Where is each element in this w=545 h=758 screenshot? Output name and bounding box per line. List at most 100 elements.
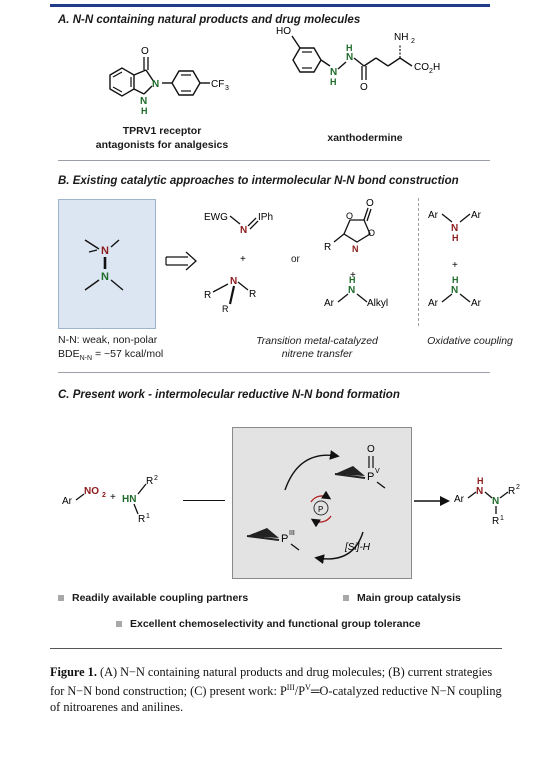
dioxazolone-reagents: O O O N R + Ar N H Alkyl	[324, 198, 388, 309]
svg-text:CO: CO	[414, 62, 429, 73]
method1-label: Transition metal-catalyzed nitrene trans…	[222, 335, 412, 361]
svg-text:HO: HO	[276, 26, 291, 37]
reaction-line-left	[183, 500, 225, 502]
svg-text:N: N	[451, 223, 458, 234]
divider-a-b	[58, 160, 490, 161]
svg-text:H: H	[452, 233, 459, 243]
svg-text:N: N	[348, 285, 355, 296]
compound2-label: xanthodermine	[327, 132, 403, 144]
svg-text:H: H	[433, 62, 440, 73]
svg-text:H: H	[477, 476, 484, 486]
header-accent-bar	[50, 4, 490, 7]
svg-text:Alkyl: Alkyl	[367, 298, 388, 309]
svg-text:CF: CF	[211, 79, 224, 90]
svg-text:N: N	[451, 285, 458, 296]
nitrene-reagents: EWG N IPh + R N R R	[204, 212, 273, 314]
svg-text:NO: NO	[84, 486, 99, 497]
svg-text:R: R	[249, 289, 256, 300]
reaction-arrow-right	[414, 496, 450, 506]
svg-text:R: R	[324, 242, 331, 253]
svg-text:V: V	[375, 468, 380, 475]
svg-text:HN: HN	[122, 494, 136, 505]
svg-text:3: 3	[225, 85, 229, 92]
svg-text:Ar: Ar	[471, 298, 482, 309]
svg-text:H: H	[141, 106, 148, 116]
svg-text:N: N	[152, 79, 159, 90]
svg-text:O: O	[368, 228, 375, 238]
svg-text:EWG: EWG	[204, 212, 228, 223]
or-label: or	[291, 254, 300, 265]
svg-text:Ar: Ar	[428, 210, 439, 221]
bde-value: = ~57 kcal/mol	[92, 348, 164, 360]
svg-text:+: +	[240, 254, 246, 265]
divider-b-c	[58, 372, 490, 373]
caption-text-1: (A) N−N containing natural products and …	[50, 665, 493, 699]
bullet-text: Main group catalysis	[357, 592, 461, 604]
product-graphic: Ar N H N R 2 R 1	[454, 476, 520, 527]
svg-text:N: N	[330, 67, 337, 78]
svg-text:N: N	[101, 271, 109, 283]
svg-text:Ar: Ar	[471, 210, 482, 221]
svg-text:P: P	[281, 533, 288, 545]
bullet-coupling-partners: Readily available coupling partners	[58, 592, 248, 604]
bullet-square-icon	[343, 595, 349, 601]
svg-text:Ar: Ar	[454, 494, 465, 505]
caption-sup-2: V	[305, 683, 311, 692]
svg-text:2: 2	[411, 38, 415, 45]
svg-text:+: +	[110, 492, 116, 503]
section-b-title: B. Existing catalytic approaches to inte…	[58, 175, 459, 187]
svg-text:N: N	[240, 225, 247, 236]
reactants-graphic: Ar NO 2 + HN R 2 R 1	[62, 475, 158, 525]
nn-bond-box: N N	[58, 199, 156, 329]
caption-text-2: /P	[294, 684, 306, 699]
svg-text:N: N	[230, 276, 237, 287]
method1-line2: nitrene transfer	[281, 348, 353, 360]
box-caption: N-N: weak, non-polar BDEN-N = ~57 kcal/m…	[58, 333, 163, 366]
svg-text:R: R	[492, 516, 499, 527]
compound1-label-line1: TPRV1 receptor	[122, 125, 202, 137]
caption-text-3: ═O-catalyzed reductive N−N coupling of n…	[50, 684, 502, 715]
figure-caption: Figure 1. (A) N−N containing natural pro…	[50, 664, 502, 715]
section-a-title: A. N-N containing natural products and d…	[58, 14, 361, 26]
catalytic-cycle-panel: P P III P V O [Si]-H	[232, 427, 412, 579]
svg-text:R: R	[138, 514, 145, 525]
svg-text:N: N	[346, 52, 353, 63]
svg-text:N: N	[352, 244, 359, 254]
svg-text:[Si]-H: [Si]-H	[344, 542, 371, 553]
svg-text:N: N	[101, 245, 109, 257]
svg-text:O: O	[141, 46, 149, 57]
box-caption-line1: N-N: weak, non-polar	[58, 334, 158, 346]
caption-label: Figure 1.	[50, 665, 97, 679]
svg-text:H: H	[330, 77, 337, 87]
svg-text:N: N	[140, 96, 147, 107]
svg-text:P: P	[367, 471, 374, 483]
method1-line1: Transition metal-catalyzed	[256, 335, 378, 347]
svg-text:O: O	[346, 211, 353, 221]
svg-text:N: N	[492, 496, 499, 507]
oxidative-coupling-reagents: Ar N H Ar + Ar N H Ar	[428, 210, 482, 309]
figure-bottom-rule	[50, 648, 502, 649]
svg-text:R: R	[204, 290, 211, 301]
svg-text:NH: NH	[394, 32, 408, 43]
retrosynthesis-arrow	[165, 251, 197, 271]
svg-text:Ar: Ar	[324, 298, 335, 309]
bullet-main-group: Main group catalysis	[343, 592, 461, 604]
svg-text:O: O	[360, 82, 368, 93]
bde-label: BDE	[58, 348, 80, 360]
caption-sup-1: III	[286, 683, 295, 692]
svg-text:O: O	[367, 444, 375, 455]
bullet-text: Excellent chemoselectivity and functiona…	[130, 618, 421, 630]
svg-text:IPh: IPh	[258, 212, 273, 223]
bullet-text: Readily available coupling partners	[72, 592, 249, 604]
svg-text:R: R	[222, 304, 229, 314]
xanthodermine-structure: HO N H N H O NH 2 CO 2 H	[276, 26, 440, 93]
svg-text:H: H	[349, 275, 356, 285]
method2-label: Oxidative coupling	[427, 335, 513, 347]
compound1-label: TPRV1 receptor antagonists for analgesic…	[92, 124, 232, 152]
svg-text:Ar: Ar	[62, 496, 73, 507]
bullet-square-icon	[58, 595, 64, 601]
svg-text:III: III	[289, 530, 295, 537]
catalytic-cycle-graphic: P P III P V O [Si]-H	[246, 444, 386, 564]
svg-text:+: +	[452, 260, 458, 271]
svg-text:H: H	[346, 43, 353, 53]
